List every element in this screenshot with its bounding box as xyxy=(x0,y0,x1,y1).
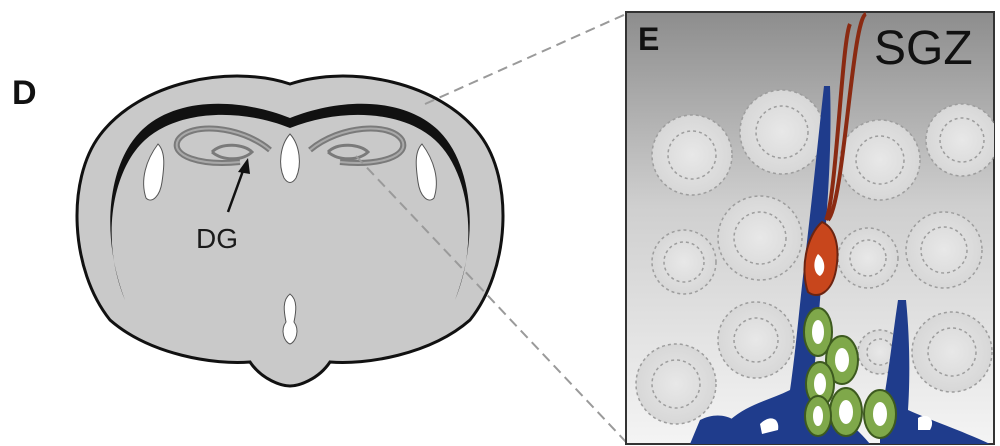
sgz-label: SGZ xyxy=(874,22,973,75)
panel-d: D DG xyxy=(12,74,503,386)
dg-label: DG xyxy=(196,223,238,254)
lower-ventricle xyxy=(283,294,297,344)
panel-e-inset: E SGZ xyxy=(626,12,998,444)
panel-d-letter: D xyxy=(12,74,37,112)
panel-e-letter: E xyxy=(638,21,659,57)
